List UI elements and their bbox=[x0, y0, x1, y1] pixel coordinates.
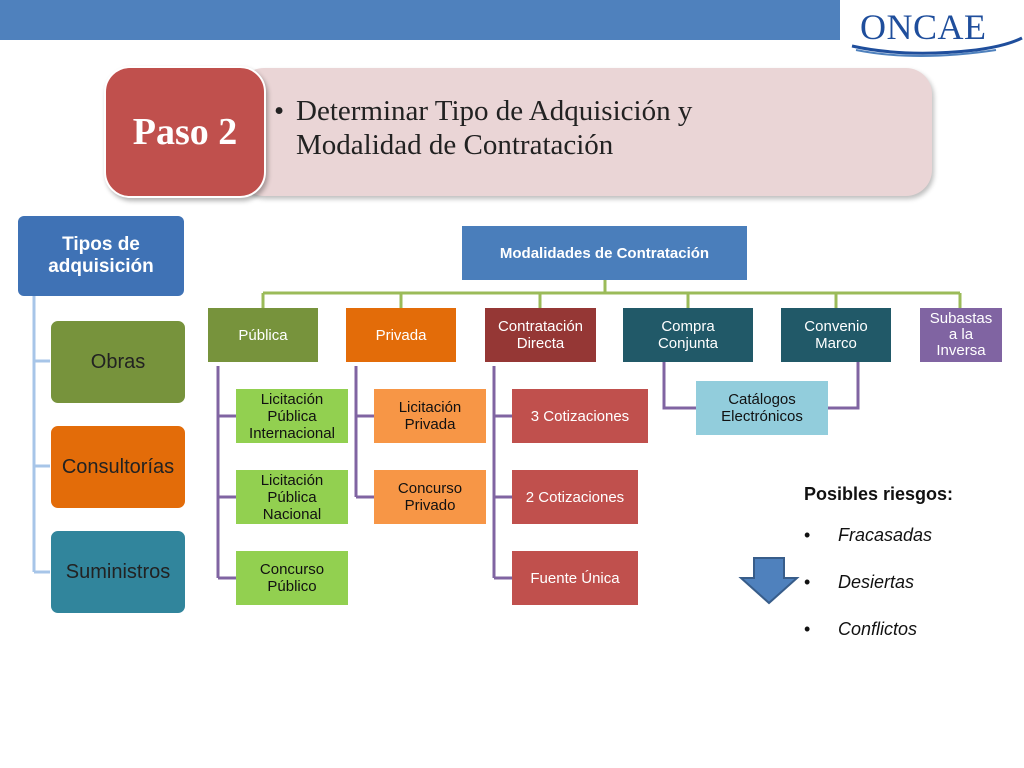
publica-licitacion-internacional: Licitación Pública Internacional bbox=[236, 389, 348, 443]
lp-line-2: Privada bbox=[404, 416, 456, 433]
convenio-line-2: Marco bbox=[815, 335, 857, 352]
down-arrow-icon bbox=[738, 557, 800, 605]
risk-item: • Conflictos bbox=[804, 619, 1014, 666]
risk-item: • Fracasadas bbox=[804, 525, 1014, 572]
lpi-line-3: Internacional bbox=[249, 424, 335, 442]
directa-line-1: Contratación bbox=[497, 318, 584, 335]
modalidad-publica: Pública bbox=[208, 308, 318, 362]
directa-fuente-unica: Fuente Única bbox=[512, 551, 638, 605]
modalidad-convenio-marco: Convenio Marco bbox=[781, 308, 891, 362]
risks-list: Posibles riesgos: • Fracasadas • Desiert… bbox=[804, 484, 1014, 666]
directa-line-2: Directa bbox=[516, 335, 565, 352]
modalidades-connectors bbox=[261, 280, 962, 308]
privada-concurso-privado: Concurso Privado bbox=[374, 470, 486, 524]
lpi-line-1: Licitación bbox=[260, 390, 324, 408]
lpi-line-2: Pública bbox=[267, 407, 317, 425]
logo-swoosh-icon bbox=[851, 36, 1023, 57]
lpn-line-3: Nacional bbox=[262, 505, 322, 523]
risk-fracasadas: Fracasadas bbox=[838, 525, 933, 545]
modalidad-subastas-inversa: Subastas a la Inversa bbox=[920, 308, 1002, 362]
bullet-icon: • bbox=[804, 525, 811, 545]
risk-conflictos: Conflictos bbox=[838, 619, 918, 639]
logo-text: ONCAE bbox=[860, 7, 987, 47]
cp-line-2: Público bbox=[267, 578, 317, 595]
step-description: • Determinar Tipo de Adquisición y Modal… bbox=[274, 94, 916, 162]
subastas-line-1: Subastas bbox=[929, 310, 993, 327]
tipos-connectors bbox=[32, 296, 50, 574]
modalidad-privada: Privada bbox=[346, 308, 456, 362]
step-description-panel bbox=[238, 68, 932, 196]
lp-line-1: Licitación bbox=[398, 399, 462, 416]
modalidades-title: Modalidades de Contratación bbox=[462, 226, 747, 280]
compra-line-1: Compra bbox=[661, 318, 715, 335]
bullet-icon: • bbox=[804, 619, 811, 639]
tipo-consultorias: Consultorías bbox=[50, 425, 186, 509]
modalidad-compra-conjunta: Compra Conjunta bbox=[623, 308, 753, 362]
tipos-title: Tipos de adquisición bbox=[18, 216, 184, 296]
top-bar bbox=[0, 0, 840, 40]
step-badge: Paso 2 bbox=[104, 66, 266, 198]
risk-desiertas: Desiertas bbox=[838, 572, 915, 592]
step-line-1: Determinar Tipo de Adquisición y bbox=[296, 95, 693, 127]
oncae-logo: ONCAE bbox=[846, 0, 1024, 60]
publica-licitacion-nacional: Licitación Pública Nacional bbox=[236, 470, 348, 524]
tipo-suministros: Suministros bbox=[50, 530, 186, 614]
subastas-line-2: a la bbox=[948, 326, 974, 343]
convenio-line-1: Convenio bbox=[804, 318, 868, 335]
tipos-title-line-1: Tipos de bbox=[62, 234, 140, 255]
directa-2-cotizaciones: 2 Cotizaciones bbox=[512, 470, 638, 524]
cp-line-1: Concurso bbox=[259, 561, 325, 578]
tipos-title-line-2: adquisición bbox=[48, 256, 154, 277]
bullet-icon: • bbox=[804, 572, 811, 592]
bullet-icon: • bbox=[274, 95, 285, 127]
directa-3-cotizaciones: 3 Cotizaciones bbox=[512, 389, 648, 443]
tipo-obras: Obras bbox=[50, 320, 186, 404]
subastas-line-3: Inversa bbox=[936, 342, 986, 359]
cpr-line-2: Privado bbox=[404, 497, 456, 514]
risks-title: Posibles riesgos: bbox=[804, 484, 954, 504]
compra-line-2: Conjunta bbox=[657, 335, 719, 352]
risk-item: • Desiertas bbox=[804, 572, 1014, 619]
step-line-2: Modalidad de Contratación bbox=[296, 129, 614, 161]
catalogos-line-1: Catálogos bbox=[728, 391, 796, 408]
lpn-line-1: Licitación bbox=[260, 471, 324, 489]
privada-licitacion-privada: Licitación Privada bbox=[374, 389, 486, 443]
publica-concurso-publico: Concurso Público bbox=[236, 551, 348, 605]
child-connectors bbox=[216, 362, 860, 580]
cpr-line-1: Concurso bbox=[397, 480, 463, 497]
modalidad-contratacion-directa: Contratación Directa bbox=[485, 308, 596, 362]
catalogos-electronicos: Catálogos Electrónicos bbox=[696, 381, 828, 435]
catalogos-line-2: Electrónicos bbox=[721, 408, 803, 425]
lpn-line-2: Pública bbox=[267, 488, 317, 506]
